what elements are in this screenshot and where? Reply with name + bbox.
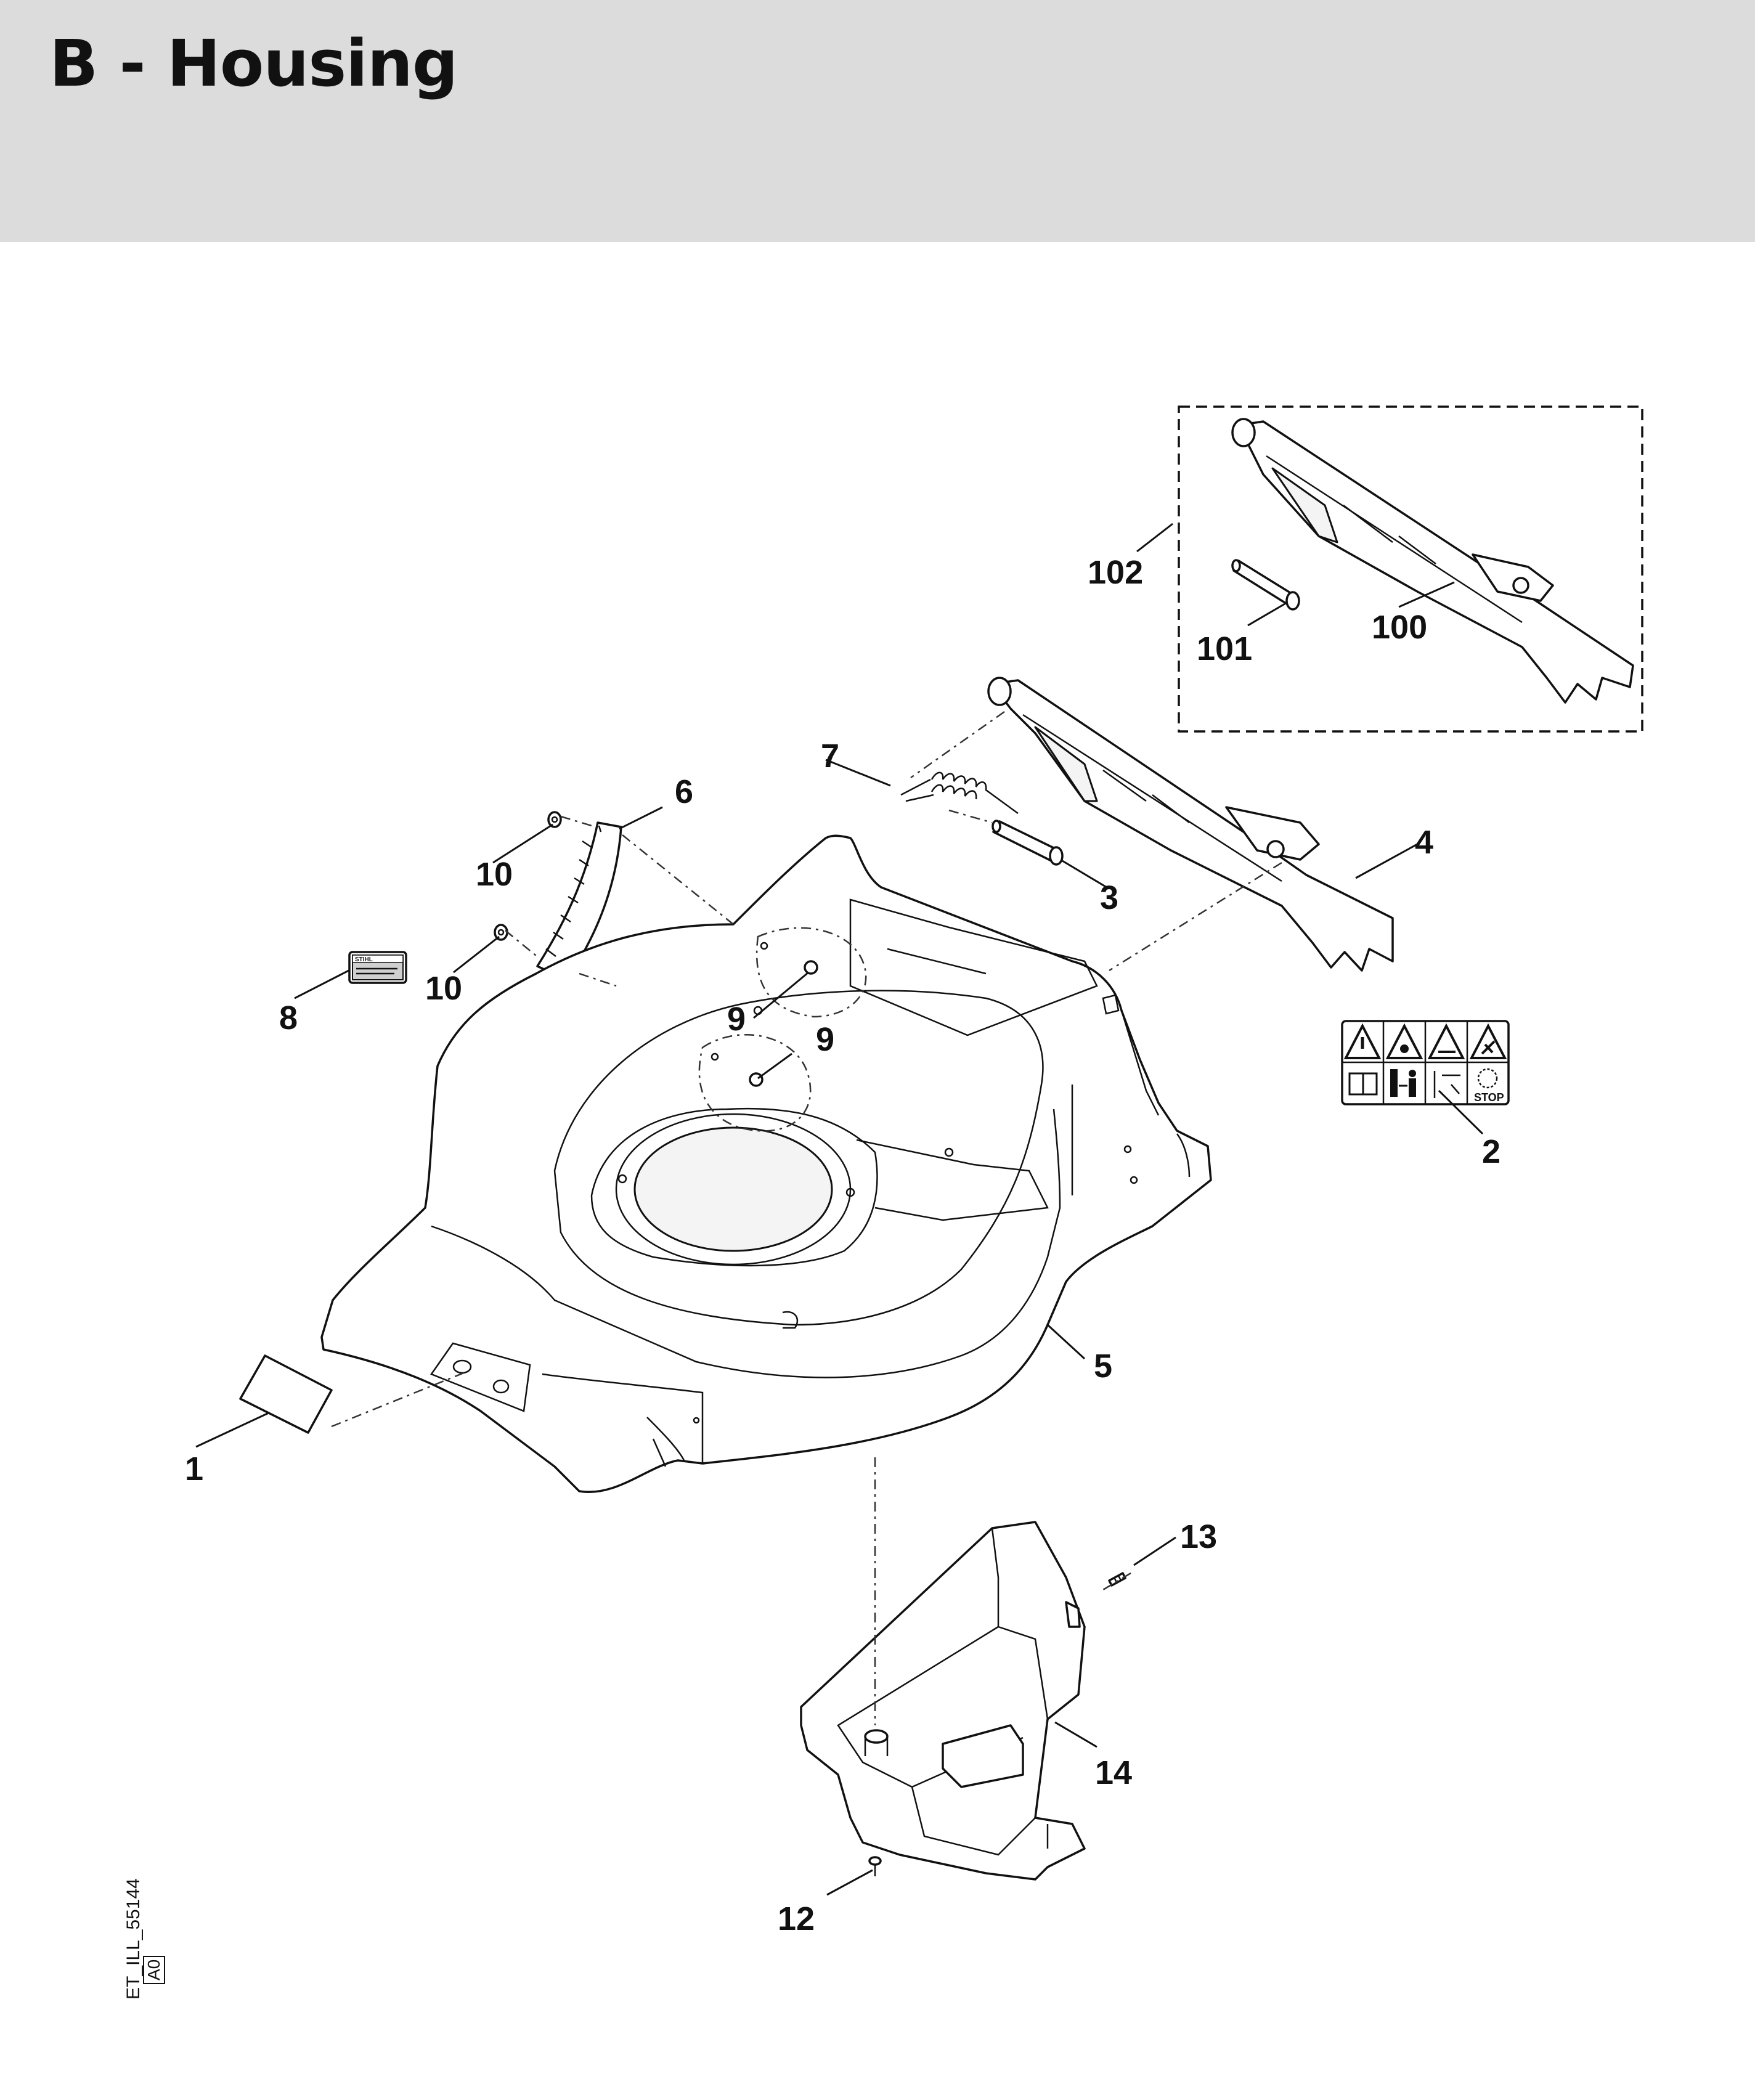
assembly-group-box (1178, 405, 1643, 733)
brand-label-text: STIHL (355, 956, 373, 963)
page-title: B - Housing (49, 26, 458, 101)
stop-label: STOP (1474, 1091, 1504, 1104)
part-4-rear-flap (987, 677, 1394, 972)
leader-lines (195, 523, 1484, 1896)
part-101-pin (1231, 559, 1300, 611)
callout-3: 3 (1100, 879, 1118, 916)
callout-8: 8 (279, 999, 298, 1036)
callout-14: 14 (1095, 1754, 1132, 1791)
callout-100: 100 (1372, 609, 1427, 646)
part-3-pin (992, 820, 1064, 866)
part-100-deflector-flap (1231, 418, 1634, 704)
callout-1: 1 (185, 1451, 203, 1488)
part-2-warning-decal: STOP (1341, 1020, 1510, 1105)
callout-2: 2 (1482, 1133, 1501, 1170)
callout-6: 6 (675, 773, 693, 810)
part-13-screw (1108, 1572, 1126, 1587)
callout-102: 102 (1088, 554, 1143, 591)
callout-101: 101 (1197, 630, 1252, 667)
drawing-id: ET_ILL_55144 (123, 1878, 144, 2000)
callout-4: 4 (1415, 824, 1433, 861)
callout-9-lower: 9 (727, 1001, 746, 1038)
callout-10-lower: 10 (425, 970, 462, 1007)
part-10-nut-lower (494, 924, 508, 941)
assembly-lines (331, 710, 1282, 1725)
part-5-mower-housing (320, 834, 1212, 1494)
drawing-revision: A0 (143, 1955, 165, 1984)
callout-10-upper: 10 (476, 856, 513, 893)
part-10-nut-upper (547, 811, 562, 828)
part-1-decal (239, 1354, 333, 1434)
part-9-mounting-area-upper (755, 927, 867, 1018)
part-7-spring (900, 771, 1019, 815)
part-12-screw (868, 1856, 882, 1876)
callout-5: 5 (1094, 1348, 1112, 1385)
callout-7: 7 (821, 738, 839, 775)
callout-labels: 1 2 3 4 5 6 7 8 9 9 10 10 12 13 14 100 1… (185, 554, 1501, 1937)
callout-9-upper: 9 (816, 1021, 834, 1058)
header-band: B - Housing (0, 0, 1755, 242)
callout-12: 12 (778, 1900, 815, 1937)
part-8-brand-label: STIHL (348, 951, 407, 984)
callout-13: 13 (1180, 1518, 1217, 1555)
part-14-discharge-guard (800, 1521, 1086, 1881)
